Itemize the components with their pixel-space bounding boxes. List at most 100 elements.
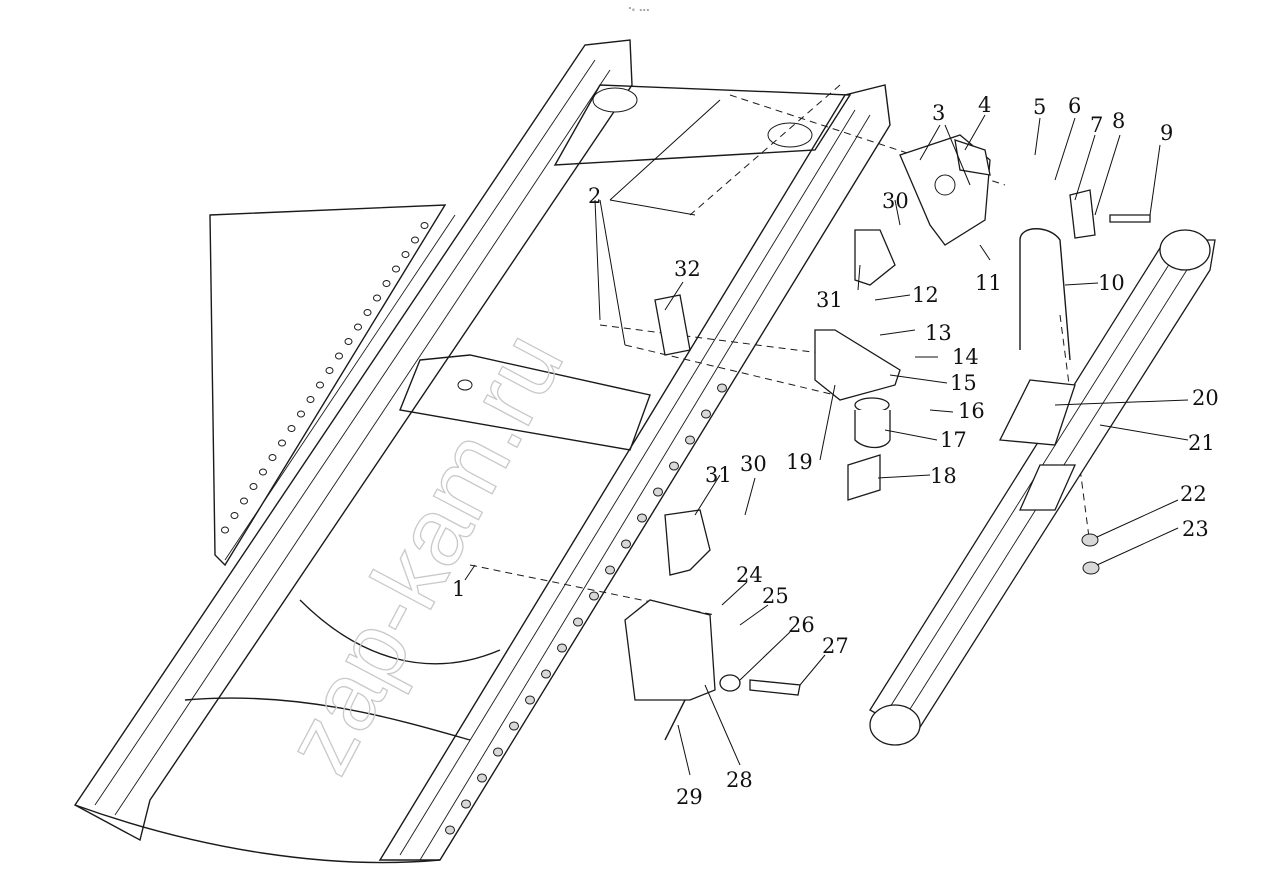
bushing-26 [719,674,741,692]
plate-8 [1069,189,1096,239]
rail-hole [316,381,324,389]
rail-hole [230,512,239,519]
rail-hole [382,280,391,287]
callout-24: 24 [736,563,763,587]
callout-6: 6 [1068,94,1081,118]
callout-30-lower: 30 [740,452,767,476]
callout-32: 32 [674,257,701,281]
callout-28: 28 [726,768,753,792]
watermark: zap-kam.ru [264,316,584,790]
bolt-29 [664,699,686,741]
rail-nut [669,461,679,471]
rail-hole [325,367,334,374]
callout-5: 5 [1033,95,1046,119]
callout-31-upper: 31 [816,288,843,312]
rail-nut [589,591,599,601]
callout-4: 4 [978,93,991,117]
callout-16: 16 [958,399,985,423]
callout-14: 14 [952,345,979,369]
rail-nut [445,825,455,835]
callout-18: 18 [930,464,957,488]
bracket-32 [654,294,691,356]
callout-1: 1 [452,577,465,601]
rail-nut [685,435,695,445]
left-side-rail [73,39,633,842]
rail-hole [354,323,362,331]
right-side-rail [74,84,891,864]
rubber-bumper [854,397,891,449]
callout-2: 2 [588,184,601,208]
bracket-31-upper [854,229,896,286]
rail-hole [420,222,429,229]
callout-27: 27 [822,634,849,658]
rail-hole [287,425,296,432]
rail-nut [573,617,583,627]
callout-19: 19 [786,450,813,474]
callout-21: 21 [1188,431,1215,455]
callout-26: 26 [788,613,815,637]
rail-hole [401,251,410,258]
callout-12: 12 [912,283,939,307]
callout-30-upper: 30 [882,189,909,213]
callout-3: 3 [932,101,945,125]
rail-hole [363,309,372,316]
callout-10: 10 [1098,271,1125,295]
bolt-9 [1109,214,1151,223]
callout-17: 17 [940,428,967,452]
callout-20: 20 [1192,386,1219,410]
nut-23 [1082,561,1100,575]
nut-22 [1081,533,1099,547]
leader-lines [464,99,1189,776]
left-rail-holes [221,222,429,534]
bumper-bracket-19 [814,329,901,401]
callout-25: 25 [762,584,789,608]
callout-22: 22 [1180,482,1207,506]
right-rail-nuts [445,383,727,835]
cross-members [184,84,852,741]
bracket-31-lower [664,509,711,576]
rail-hole [411,236,419,244]
rail-nut [461,799,471,809]
callout-11: 11 [975,271,1002,295]
rail-hole [240,497,248,505]
rail-nut [509,721,519,731]
rail-nut [477,773,487,783]
rail-nut [637,513,647,523]
rear-bracket-28 [624,599,716,701]
header-mark: ᵒ₀ ₒₒₒ [628,6,650,13]
spring-pad-20 [998,379,1076,446]
rail-nut [717,383,727,393]
callout-9: 9 [1160,121,1173,145]
callout-23: 23 [1182,517,1209,541]
rail-hole [278,439,286,447]
callout-7: 7 [1090,113,1103,137]
rail-nut [605,565,615,575]
rail-nut [621,539,631,549]
rail-nut [541,669,551,679]
callout-15: 15 [950,371,977,395]
front-spring-bracket [899,134,991,246]
callout-31-lower: 31 [705,463,732,487]
rail-nut [525,695,535,705]
rail-hole [373,294,381,302]
rail-hole [268,454,277,461]
rail-hole [335,352,343,360]
rail-hole [249,483,258,490]
rail-hole [392,265,400,273]
u-bolt-10 [1019,228,1071,361]
rail-nut [493,747,503,757]
rail-nut [701,409,711,419]
bolt-27 [749,679,801,696]
callout-8: 8 [1112,109,1125,133]
rail-hole [344,338,353,345]
rail-hole [297,410,305,418]
rail-hole [259,468,267,476]
rail-hole [221,526,229,534]
bumper-bracket-18 [847,454,881,501]
rail-nut [557,643,567,653]
rail-hole [306,396,315,403]
callout-labels: 1 2 3 4 5 6 7 8 9 10 11 12 13 14 15 16 1… [452,93,1219,809]
callout-13: 13 [925,321,952,345]
